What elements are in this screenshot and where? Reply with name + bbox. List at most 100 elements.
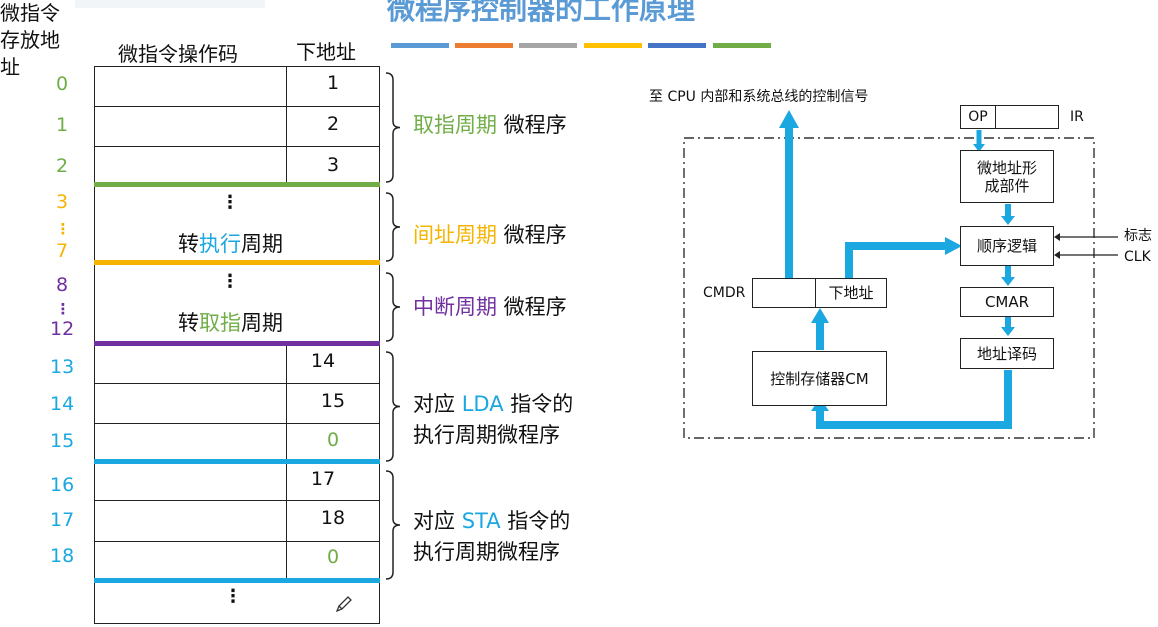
label-line2: 执行周期微程序 [413, 540, 560, 564]
title-bar-smudge [75, 0, 265, 8]
control-signal-label: 至 CPU 内部和系统总线的控制信号 [649, 89, 869, 105]
bracket-label: 对应 STA 指令的执行周期微程序 [413, 506, 570, 568]
cmar-to-decode-arrowhead [1001, 327, 1015, 336]
table-row-divider [94, 146, 380, 147]
goto-post: 周期 [241, 311, 283, 335]
cmdr-next-address: 下地址 [815, 278, 887, 308]
interrupt-goto-text: 转取指周期 [178, 307, 283, 337]
label-rest: 指令的 [503, 392, 574, 416]
stripe-1 [391, 43, 449, 48]
tail-ellipsis: ⋮ [224, 586, 242, 607]
label-colored: STA [461, 509, 501, 533]
bracket-label: 对应 LDA 指令的执行周期微程序 [413, 389, 573, 451]
address-label: 12 [50, 318, 75, 340]
next-address-value: 1 [326, 72, 340, 94]
next-address-value: 0 [326, 429, 340, 451]
curly-brace [384, 192, 404, 262]
label-rest: 微程序 [497, 295, 567, 319]
diagram-svg [683, 110, 1118, 439]
band-interrupt-end [94, 341, 380, 346]
address-label: 8 [55, 274, 69, 296]
clk-arrowhead [1054, 251, 1060, 259]
goto-fetch: 取指 [199, 311, 241, 335]
stripe-3 [519, 43, 577, 48]
label-line2: 执行周期微程序 [413, 423, 560, 447]
address-label: 2 [55, 155, 69, 177]
band-indirect-end [94, 260, 380, 265]
table-row-divider [94, 541, 380, 542]
sequencer-logic: 顺序逻辑 [960, 226, 1054, 266]
cm-to-cmdr-arrowhead [811, 308, 829, 323]
pen-icon[interactable] [334, 594, 354, 614]
indirect-ellipsis: ⋮ [221, 192, 239, 213]
next-address-value: 3 [326, 154, 340, 176]
address-label: ⋮ [55, 300, 71, 318]
control-signal-arrowhead [779, 110, 799, 128]
goto-pre: 转 [178, 232, 199, 256]
label-rest: 微程序 [497, 223, 567, 247]
address-label: 18 [50, 545, 75, 567]
table-row-divider [94, 106, 380, 107]
label-prefix: 对应 [413, 392, 462, 416]
next-address-value: 0 [326, 546, 340, 568]
stripe-5 [648, 43, 706, 48]
curly-brace [384, 272, 404, 342]
address-label: 16 [50, 474, 75, 496]
brace-shape [385, 272, 401, 342]
address-label: 7 [55, 240, 69, 262]
label-rest: 指令的 [500, 509, 571, 533]
address-label: 14 [50, 393, 75, 415]
address-label: 15 [50, 430, 75, 452]
next-address-value: 17 [310, 468, 336, 490]
micro-address-generator: 微地址形成部件 [960, 150, 1054, 203]
label-colored: 取指周期 [413, 113, 497, 137]
ir-to-gen-arrowhead [973, 144, 985, 152]
ir-register [995, 105, 1059, 129]
indirect-goto-text: 转执行周期 [178, 228, 283, 258]
brace-shape [385, 72, 401, 183]
address-label: 13 [50, 356, 75, 378]
band-fetch-end [94, 182, 380, 187]
gen-to-seq-arrowhead [1001, 216, 1015, 225]
stripe-2 [455, 43, 513, 48]
bracket-label: 间址周期 微程序 [413, 220, 567, 251]
next-address-value: 18 [320, 507, 346, 529]
address-header: 微指令存放地址 [0, 1, 60, 79]
curly-brace [384, 351, 404, 462]
address-label: 1 [55, 114, 69, 136]
label-colored: 中断周期 [413, 295, 497, 319]
bracket-label: 取指周期 微程序 [413, 110, 567, 141]
label-colored: 间址周期 [413, 223, 497, 247]
next-address-arrowhead [945, 237, 962, 255]
stripe-6 [713, 43, 771, 48]
label-colored: LDA [461, 392, 504, 416]
goto-pre: 转 [178, 311, 199, 335]
controller-boundary [683, 137, 1095, 439]
band-sta-end [94, 578, 380, 583]
table-row-divider [94, 423, 380, 424]
cmar-register: CMAR [960, 287, 1054, 317]
label-rest: 微程序 [497, 113, 567, 137]
flag-label: 标志 [1124, 228, 1152, 244]
ir-label: IR [1070, 109, 1084, 125]
ir-op-field: OP [960, 105, 996, 129]
goto-post: 周期 [241, 232, 283, 256]
brace-shape [385, 192, 401, 262]
flag-arrowhead [1054, 233, 1060, 241]
address-decoder: 地址译码 [960, 338, 1054, 369]
seq-to-cmar-arrowhead [1001, 277, 1015, 286]
curly-brace [384, 470, 404, 580]
label-prefix: 对应 [413, 509, 462, 533]
clk-label: CLK [1124, 249, 1151, 265]
goto-exec: 执行 [199, 232, 241, 256]
address-label: ⋮ [55, 220, 71, 238]
next-address-value: 2 [326, 113, 340, 135]
next-address-path [845, 242, 946, 280]
address-label: 17 [50, 509, 75, 531]
curly-brace [384, 72, 404, 183]
opcode-header: 微指令操作码 [118, 42, 238, 66]
address-label: 0 [55, 73, 69, 95]
next-address-value: 14 [310, 350, 336, 372]
brace-shape [385, 470, 401, 580]
decode-to-cm-path [816, 370, 1012, 429]
